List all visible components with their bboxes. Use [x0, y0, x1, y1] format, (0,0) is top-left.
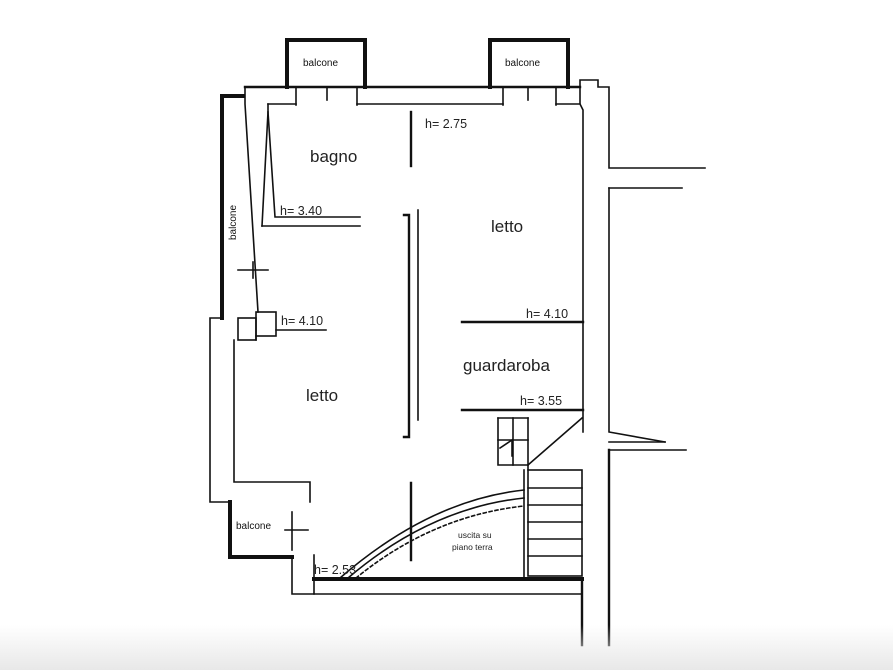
- balcony-top-left: [285, 38, 367, 106]
- height-label-top: h= 2.75: [425, 117, 467, 131]
- room-label-bagno: bagno: [310, 147, 357, 166]
- room-label-guardaroba: guardaroba: [463, 356, 551, 375]
- height-label-entrance: h= 2.53: [314, 563, 356, 577]
- height-label-bagno: h= 3.40: [280, 204, 322, 218]
- balcony-label-left: balcone: [228, 205, 239, 240]
- height-label-letto-left: h= 4.10: [281, 314, 323, 328]
- balcony-label-top-right: balcone: [505, 58, 540, 69]
- staircase: [338, 416, 584, 580]
- bottom-fade: [0, 625, 893, 670]
- room-label-letto-right: letto: [491, 217, 523, 236]
- balcony-left: [220, 94, 269, 320]
- stair-note-line2: piano terra: [452, 542, 493, 552]
- bottom-wall: [312, 187, 687, 647]
- stair-note-line1: uscita su: [458, 530, 492, 540]
- balcony-top-right: [488, 38, 570, 106]
- room-label-letto-left: letto: [306, 386, 338, 405]
- height-label-guardaroba: h= 3.55: [520, 394, 562, 408]
- left-lower-wall: [209, 311, 327, 503]
- top-wall: [243, 79, 706, 433]
- interior-walls: [402, 110, 585, 562]
- balcony-label-top-left: balcone: [303, 58, 338, 69]
- balcony-bottom-left: [228, 500, 315, 595]
- height-label-letto-right: h= 4.10: [526, 307, 568, 321]
- balcony-label-bottom-left: balcone: [236, 521, 271, 532]
- left-wall: [244, 86, 361, 313]
